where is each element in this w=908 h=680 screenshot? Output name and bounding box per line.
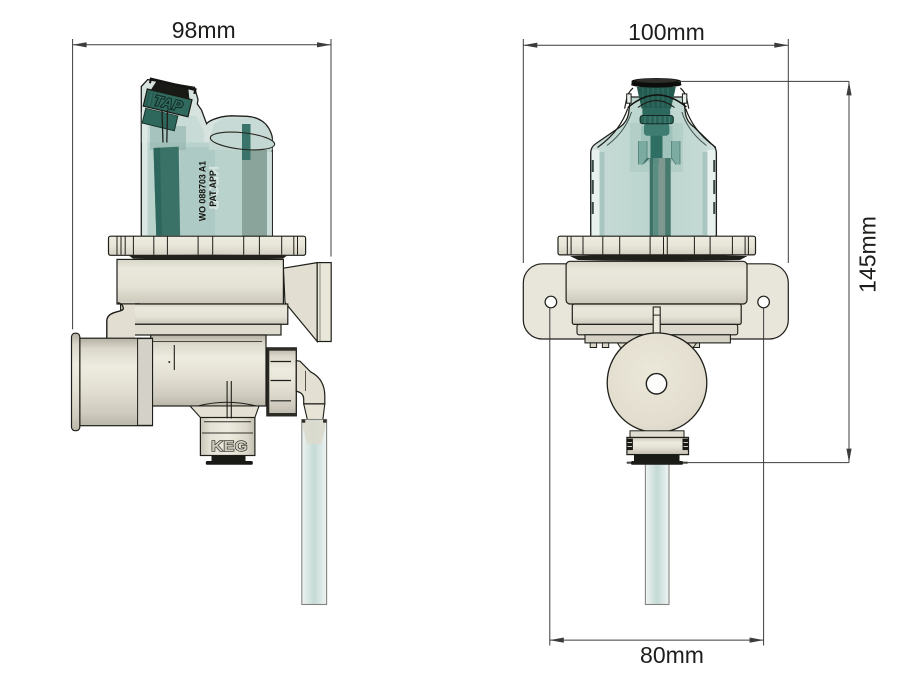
svg-text:PAT APP: PAT APP [208, 170, 218, 207]
svg-text:98mm: 98mm [172, 17, 236, 43]
svg-text:145mm: 145mm [855, 216, 881, 293]
svg-text:KEG B: KEG B [206, 166, 222, 210]
svg-text:WO 088703 A1: WO 088703 A1 [198, 161, 208, 221]
svg-text:80mm: 80mm [640, 642, 704, 668]
svg-text:100mm: 100mm [628, 19, 705, 45]
svg-text:KEG: KEG [211, 438, 248, 454]
